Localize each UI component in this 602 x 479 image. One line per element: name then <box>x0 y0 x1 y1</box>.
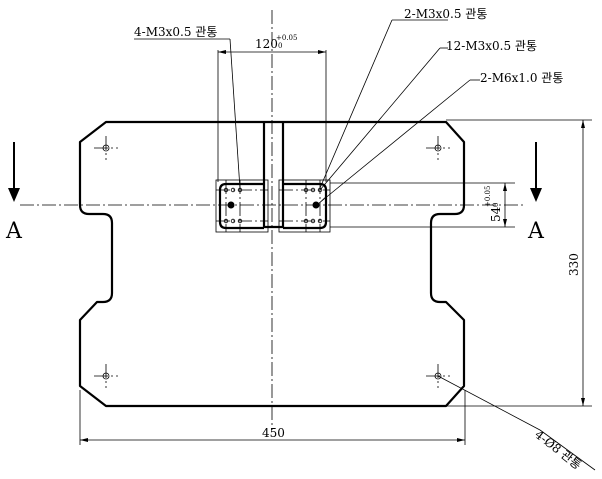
dimension-450-value: 450 <box>262 426 285 440</box>
right-pocket <box>283 182 328 230</box>
center-slot <box>262 122 285 229</box>
dimension-330-value: 330 <box>567 253 581 276</box>
dimension-120-value: 120 <box>255 37 278 51</box>
dimension-120-tol-lower: 0 <box>278 42 282 50</box>
callout-2-m3: 2-M3x0.5 관통 <box>404 7 487 21</box>
left-pocket-frame <box>215 179 269 233</box>
dimension-54 <box>330 182 515 228</box>
dimension-120 <box>217 50 327 182</box>
leader-arrow-m6 <box>318 196 326 204</box>
section-arrow-right <box>530 142 542 202</box>
right-pocket-frame <box>278 179 331 233</box>
dimension-330 <box>446 119 592 407</box>
section-label-right: A <box>527 219 545 244</box>
leader-lines <box>134 19 596 471</box>
m6-hole-left <box>227 201 235 209</box>
section-arrow-left <box>8 142 20 202</box>
left-pocket <box>218 182 264 230</box>
callout-2-m6: 2-M6x1.0 관통 <box>480 71 563 85</box>
callout-12-m3: 12-M3x0.5 관통 <box>446 39 537 53</box>
dimension-120-tol-upper: +0.05 <box>276 34 297 42</box>
dimension-54-value: 54 <box>489 206 503 222</box>
section-label-left: A <box>5 219 23 244</box>
dimension-450 <box>79 390 466 445</box>
m3-hole-group <box>223 187 323 224</box>
callout-4-m3: 4-M3x0.5 관통 <box>134 25 217 39</box>
m6-hole-right <box>312 201 320 209</box>
dimension-54-tol-upper: +0.05 <box>484 186 492 207</box>
dimension-54-tol-lower: 0 <box>492 203 500 207</box>
callout-4-holes: 4-Ø8 관통 <box>532 427 584 472</box>
